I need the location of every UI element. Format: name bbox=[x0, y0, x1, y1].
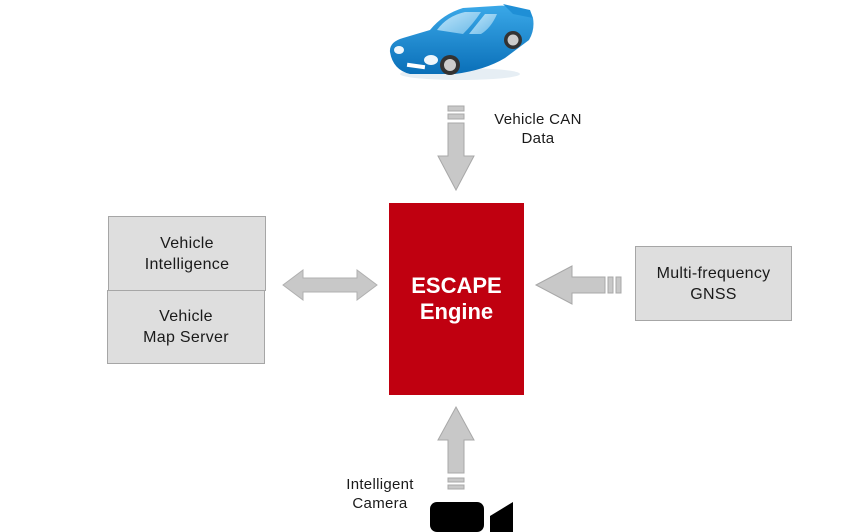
gnss-line1: Multi-frequency bbox=[656, 264, 771, 282]
vehicle-map-server-line1: Vehicle bbox=[159, 308, 213, 325]
engine-title-line2: Engine bbox=[419, 299, 494, 324]
arrow-left-gnss bbox=[534, 265, 622, 305]
gnss-line2: GNSS bbox=[690, 285, 737, 303]
vehicle-intelligence-line1: Vehicle bbox=[160, 234, 214, 252]
camera-label: Intelligent Camera bbox=[330, 475, 430, 513]
vehicle-map-server-line2: Map Server bbox=[143, 329, 229, 346]
vehicle-can-label-line1: Vehicle CAN bbox=[494, 111, 582, 128]
camera-label-line2: Camera bbox=[352, 495, 408, 512]
camera-label-line1: Intelligent bbox=[346, 476, 414, 493]
vehicle-can-label: Vehicle CAN Data bbox=[478, 110, 598, 148]
vehicle-intelligence-box: Vehicle Intelligence bbox=[108, 216, 266, 291]
vehicle-can-label-line2: Data bbox=[521, 130, 555, 147]
engine-title-line1: ESCAPE bbox=[411, 273, 502, 298]
vehicle-map-server-box: Vehicle Map Server bbox=[107, 290, 265, 364]
video-camera-icon bbox=[430, 502, 513, 532]
gnss-box: Multi-frequency GNSS bbox=[635, 246, 792, 321]
car-icon bbox=[389, 4, 534, 80]
arrow-up-camera bbox=[437, 405, 475, 490]
vehicle-intelligence-line2: Intelligence bbox=[144, 255, 230, 273]
arrow-down-can bbox=[437, 105, 475, 192]
arrow-bidirectional bbox=[282, 269, 378, 301]
escape-engine-box: ESCAPE Engine bbox=[389, 203, 524, 395]
